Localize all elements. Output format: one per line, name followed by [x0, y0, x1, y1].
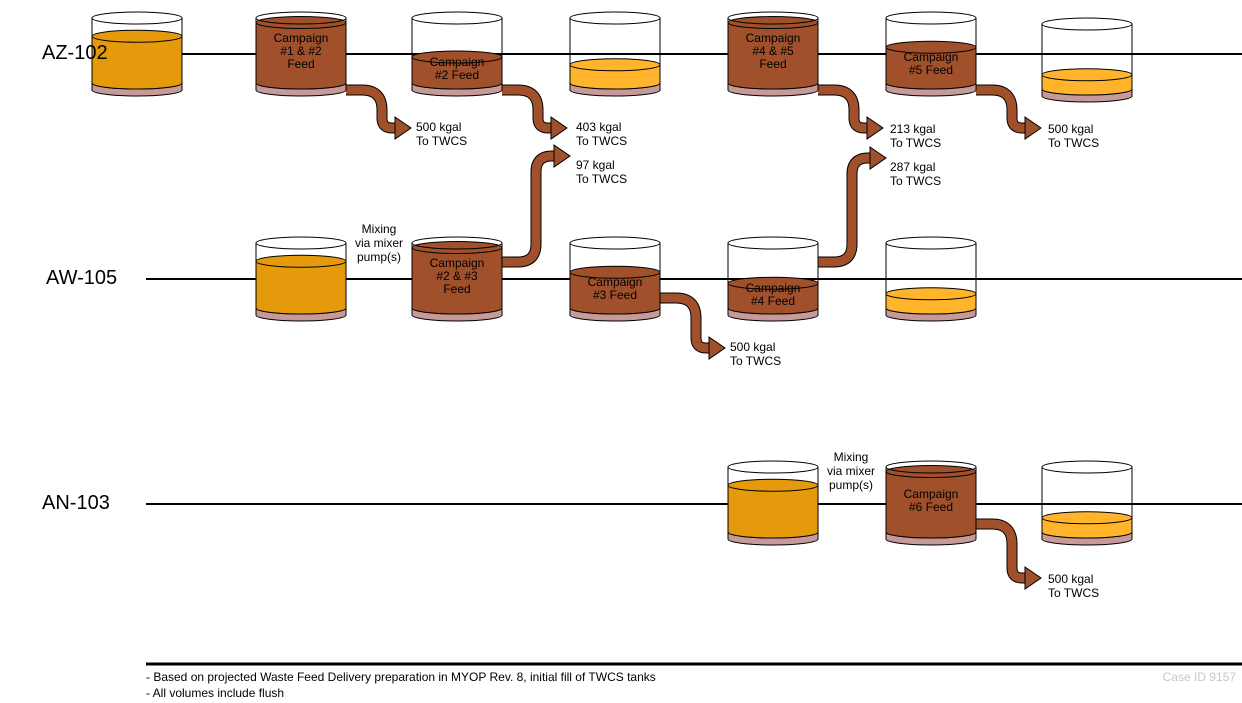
flow-label-line: To TWCS — [1048, 586, 1100, 600]
tank-label-az3: Campaign#2 Feed — [412, 56, 502, 82]
tank-az1 — [91, 11, 183, 97]
tank-label-line: #2 & #3 — [436, 269, 478, 283]
transfer-arrows — [346, 84, 1042, 590]
mixing-label-line: Mixing — [361, 222, 397, 236]
arrow-f7 — [660, 292, 726, 360]
tank-label-line: Campaign — [903, 50, 959, 65]
tank-aw4 — [727, 236, 819, 322]
tank-label-line: Campaign — [273, 31, 329, 45]
tank-label-line: Campaign — [903, 486, 959, 501]
flow-label-line: 287 kgal — [890, 160, 936, 174]
tank-label-line: Campaign — [745, 31, 801, 45]
arrow-f4 — [818, 84, 884, 140]
arrow-f8 — [976, 518, 1042, 590]
tank-label-an2: Campaign#6 Feed — [886, 486, 976, 514]
arrow-f3 — [502, 144, 571, 268]
mixing-label-line: pump(s) — [828, 478, 873, 492]
tank-an2 — [885, 460, 977, 546]
tank-label-line: #1 & #2 — [280, 44, 322, 58]
mixing-label-line: via mixer — [354, 236, 403, 250]
flow-label-line: To TWCS — [416, 134, 468, 148]
arrow-f2 — [502, 84, 568, 140]
footnote-1: - Based on projected Waste Feed Delivery… — [146, 670, 656, 684]
flow-label-line: To TWCS — [576, 172, 628, 186]
flow-label-line: To TWCS — [576, 134, 628, 148]
tank-label-line: #6 Feed — [908, 499, 954, 514]
tank-aw1 — [255, 236, 347, 322]
tank-label-line: #4 Feed — [750, 293, 796, 308]
tank-an1 — [727, 460, 819, 546]
tank-group — [91, 11, 1133, 546]
case-id: Case ID 9157 — [1162, 670, 1236, 684]
tank-label-line: Campaign — [587, 275, 643, 290]
footnote-2: - All volumes include flush — [146, 686, 285, 700]
arrow-f1 — [346, 84, 412, 140]
row-label-aw-105: AW-105 — [46, 267, 118, 289]
flow-label-line: To TWCS — [1048, 136, 1100, 150]
tank-label-line: Feed — [287, 57, 315, 71]
tank-label-aw3: Campaign#3 Feed — [570, 276, 660, 302]
tank-aw5 — [885, 236, 977, 322]
tank-label-line: #5 Feed — [908, 63, 954, 78]
flow-label-line: 500 kgal — [730, 340, 776, 354]
tank-aw2 — [411, 236, 503, 322]
mixing-label-line: pump(s) — [356, 250, 401, 264]
tank-label-az6: Campaign#5 Feed — [886, 51, 976, 77]
tank-label-line: Campaign — [745, 280, 801, 295]
tank-az6 — [885, 11, 977, 97]
flow-label-line: 213 kgal — [890, 122, 936, 136]
flow-label-line: 403 kgal — [576, 120, 622, 134]
mixing-label-line: via mixer — [826, 464, 875, 478]
tank-az5 — [727, 11, 819, 97]
arrow-f5 — [818, 146, 887, 268]
flow-label-line: 500 kgal — [1048, 572, 1094, 586]
row-label-az-102: AZ-102 — [42, 42, 108, 64]
tank-az2 — [255, 11, 347, 97]
tank-an3 — [1041, 460, 1133, 546]
mixing-label-line: Mixing — [833, 450, 869, 464]
flow-label-line: 500 kgal — [1048, 122, 1094, 136]
flow-label-line: 500 kgal — [416, 120, 462, 134]
tank-label-line: #4 & #5 — [752, 44, 794, 58]
tank-label-line: Campaign — [429, 256, 485, 270]
tank-label-line: #2 Feed — [434, 68, 480, 82]
flow-label-line: 97 kgal — [576, 158, 615, 172]
tank-label-line: Feed — [443, 282, 471, 296]
tank-label-line: Feed — [759, 57, 787, 71]
flow-label-line: To TWCS — [890, 136, 942, 150]
tank-az4 — [569, 11, 661, 97]
tank-label-aw4: Campaign#4 Feed — [728, 280, 818, 308]
tank-az3 — [411, 11, 503, 97]
tank-label-line: #3 Feed — [592, 288, 638, 303]
tank-aw3 — [569, 236, 661, 322]
flow-label-line: To TWCS — [730, 354, 782, 368]
row-label-an-103: AN-103 — [42, 492, 110, 514]
flow-label-line: To TWCS — [890, 174, 942, 188]
tank-label-line: Campaign — [429, 55, 485, 69]
tank-az7 — [1041, 17, 1133, 103]
arrow-f6 — [976, 84, 1042, 140]
